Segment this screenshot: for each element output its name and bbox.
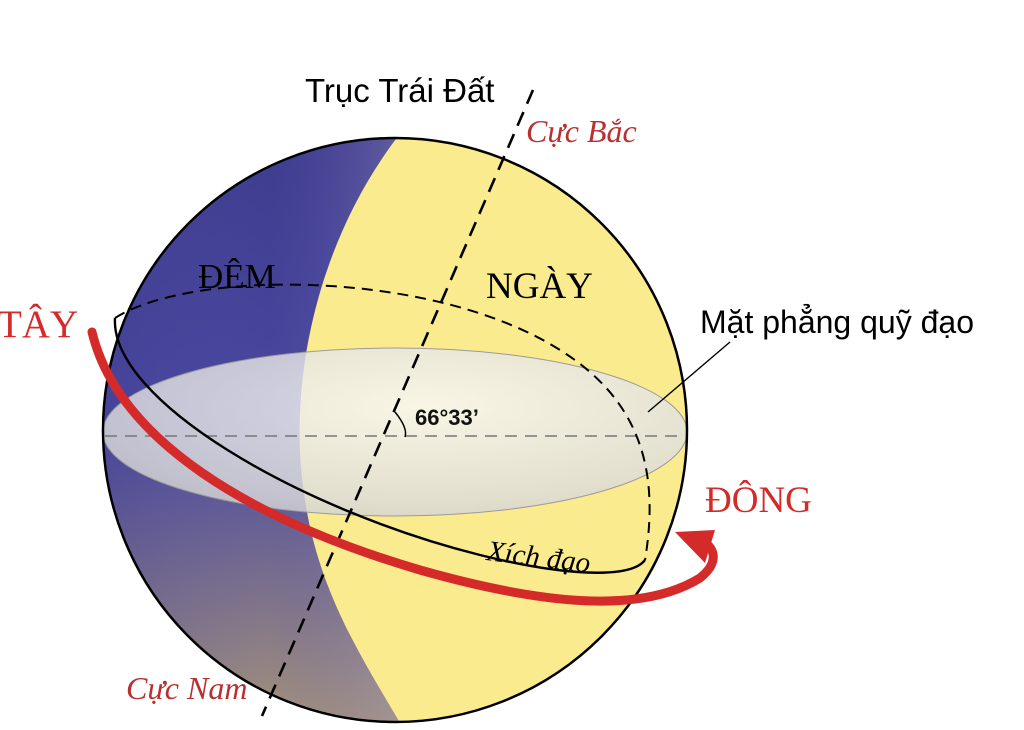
equator-back xyxy=(114,283,651,561)
angle-label: 66°33’ xyxy=(415,405,479,430)
angle-arc xyxy=(394,411,407,438)
earth-axis xyxy=(260,89,535,717)
globe-outline xyxy=(101,136,689,724)
rotation-arrowhead xyxy=(675,530,715,563)
orbital-plane-leader xyxy=(647,341,731,413)
east-label: ĐÔNG xyxy=(705,479,812,521)
south-pole-label: Cực Nam xyxy=(126,670,247,706)
night-label: ĐÊM xyxy=(198,257,276,296)
orbital-plane-label: Mặt phẳng quỹ đạo xyxy=(700,304,974,340)
north-pole-label: Cực Bắc xyxy=(526,113,637,149)
west-label: TÂY xyxy=(0,302,78,346)
equator-front xyxy=(113,317,646,574)
orbital-plane xyxy=(103,348,687,516)
axis-label: Trục Trái Đất xyxy=(305,72,494,109)
rotation-arrow-body xyxy=(87,327,718,606)
day-label: NGÀY xyxy=(486,265,593,307)
